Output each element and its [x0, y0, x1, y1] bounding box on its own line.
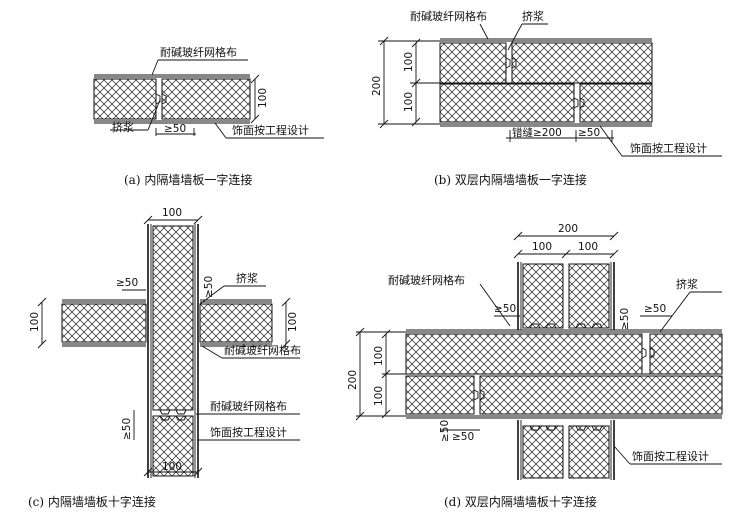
- label-stagger-b: 错缝≥200: [512, 126, 562, 139]
- dim-ge50-d2: ≥50: [619, 308, 631, 330]
- dim-100-c-bot: 100: [162, 461, 182, 473]
- dim-ge50-d5: ≥50: [452, 431, 474, 443]
- label-mesh-c1: 耐碱玻纤网格布: [224, 343, 301, 357]
- label-finish-a: 饰面按工程设计: [232, 123, 309, 137]
- dim-ge50-d4: ≥50: [439, 420, 451, 442]
- dim-100-b1: 100: [403, 52, 415, 72]
- diagram-a: 100 耐碱玻纤网格布 挤浆 ≥50 饰面按工程设计: [93, 45, 324, 139]
- label-mesh-d: 耐碱玻纤网格布: [388, 273, 465, 287]
- label-grout-d: 挤浆: [676, 277, 698, 291]
- label-grout-b: 挤浆: [522, 9, 544, 23]
- dim-100-d-top1: 100: [532, 241, 552, 253]
- label-mesh-c2: 耐碱玻纤网格布: [210, 399, 287, 413]
- diagram-c: 100 100 100 100 ≥50 ≥50 挤浆 耐碱玻纤网格布 耐碱玻纤网…: [29, 207, 301, 478]
- caption-d: (d) 双层内隔墙墙板十字连接: [444, 494, 597, 509]
- dim-ge50-b: ≥50: [578, 127, 600, 139]
- label-grout-c: 挤浆: [236, 271, 258, 285]
- dim-ge50-a: ≥50: [164, 123, 186, 135]
- label-finish-d: 饰面按工程设计: [632, 449, 709, 463]
- caption-a: (a) 内隔墙墙板一字连接: [124, 172, 252, 187]
- dim-200-b: 200: [371, 76, 383, 96]
- dim-ge50-c3: ≥50: [121, 418, 133, 440]
- dim-100-c-left: 100: [29, 312, 41, 332]
- label-finish-b: 饰面按工程设计: [630, 141, 707, 155]
- dim-100-b2: 100: [403, 92, 415, 112]
- dim-100-a: 100: [257, 88, 269, 108]
- diagram-b: 200 100 100 耐碱玻纤网格布 挤浆 错缝≥200 ≥50 饰面按工程设…: [371, 9, 722, 157]
- dim-100-c-top: 100: [162, 207, 182, 219]
- caption-c: (c) 内隔墙墙板十字连接: [28, 494, 156, 509]
- diagram-d: 200 100 100 200 100 100 耐碱玻纤网格布 ≥50 ≥50 …: [347, 223, 723, 480]
- label-mesh-b: 耐碱玻纤网格布: [410, 9, 487, 23]
- dim-ge50-c2: ≥50: [203, 276, 215, 298]
- label-mesh-a: 耐碱玻纤网格布: [160, 45, 237, 59]
- dim-100-d-left2: 100: [373, 386, 385, 406]
- dim-100-d-left1: 100: [373, 346, 385, 366]
- dim-100-c-right: 100: [287, 312, 299, 332]
- dim-ge50-c1: ≥50: [116, 277, 138, 289]
- label-grout-a: 挤浆: [112, 120, 134, 134]
- dim-ge50-d1: ≥50: [494, 303, 516, 315]
- dim-200-d-top: 200: [558, 223, 578, 235]
- dim-ge50-d3: ≥50: [644, 303, 666, 315]
- dim-200-d-left: 200: [347, 370, 359, 390]
- caption-b: (b) 双层内隔墙墙板一字连接: [434, 172, 587, 187]
- dim-100-d-top2: 100: [578, 241, 598, 253]
- label-finish-c: 饰面按工程设计: [210, 425, 287, 439]
